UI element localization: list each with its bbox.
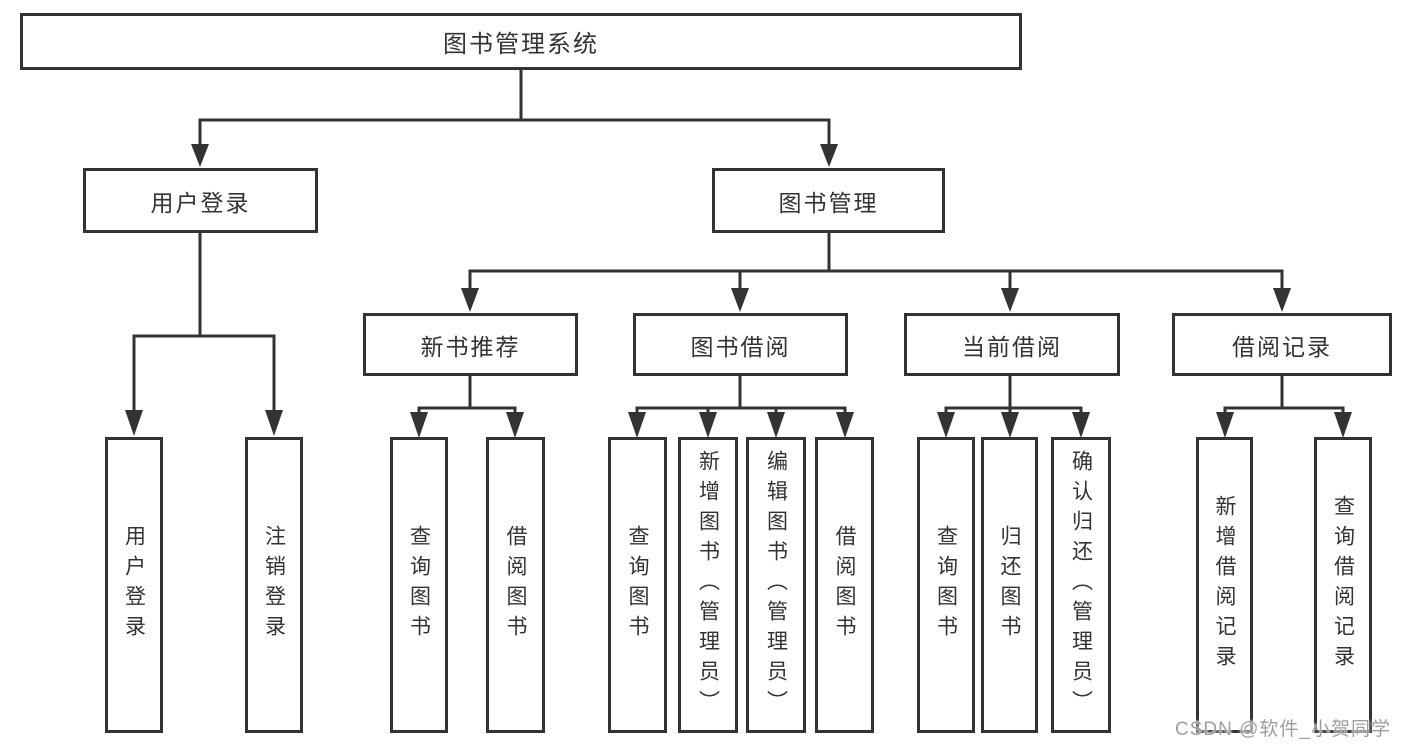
connector-borrow-records-children <box>1216 376 1352 438</box>
connector-current-borrow-children <box>937 376 1090 438</box>
leaf-recommend-query-books: 查询图书 <box>390 437 448 733</box>
node-label: 用户登录 <box>150 189 251 216</box>
arrowhead-icon <box>937 412 955 438</box>
node-borrow-records: 借阅记录 <box>1172 313 1392 376</box>
arrowhead-icon <box>1072 412 1090 438</box>
node-label: 注销登录 <box>262 525 286 645</box>
node-label: 新书推荐 <box>420 333 521 360</box>
arrowhead-icon <box>767 412 785 438</box>
node-book-borrow: 图书借阅 <box>633 313 848 376</box>
arrowhead-icon <box>461 288 479 312</box>
node-label: 查询图书 <box>934 525 958 645</box>
arrowhead-icon <box>506 412 524 438</box>
node-label: 查询图书 <box>626 525 649 645</box>
arrowhead-icon <box>699 412 717 438</box>
node-label: 查询借阅记录 <box>1331 495 1355 675</box>
node-new-book-recommend: 新书推荐 <box>363 313 578 376</box>
node-label: 当前借阅 <box>962 333 1062 360</box>
arrowhead-icon <box>731 288 749 312</box>
node-label: 确认归还（管理员） <box>1069 450 1093 720</box>
node-label: 借阅图书 <box>833 525 856 645</box>
leaf-current-return-books: 归还图书 <box>981 437 1038 733</box>
leaf-recommend-borrow-books: 借阅图书 <box>486 437 545 733</box>
arrowhead-icon <box>1001 412 1019 438</box>
node-label: 借阅图书 <box>504 525 527 645</box>
arrowhead-icon <box>125 410 143 436</box>
leaf-records-query-record: 查询借阅记录 <box>1314 437 1372 733</box>
arrowhead-icon <box>1216 412 1234 438</box>
leaf-logout: 注销登录 <box>245 437 303 733</box>
arrowhead-icon <box>1334 412 1352 438</box>
node-label: 用户登录 <box>122 525 146 645</box>
leaf-user-login: 用户登录 <box>105 437 163 733</box>
leaf-current-confirm-return-admin: 确认归还（管理员） <box>1051 437 1111 733</box>
node-label: 编辑图书（管理员） <box>764 450 788 720</box>
connector-user-login-children <box>125 233 283 436</box>
leaf-borrow-query-books: 查询图书 <box>608 437 667 733</box>
arrowhead-icon <box>191 144 209 167</box>
leaf-records-add-record: 新增借阅记录 <box>1196 437 1253 733</box>
node-book-management: 图书管理 <box>712 168 945 233</box>
node-label: 图书管理 <box>778 189 879 216</box>
arrowhead-icon <box>628 412 646 438</box>
arrowhead-icon <box>265 410 283 436</box>
node-label: 归还图书 <box>998 525 1021 645</box>
node-label: 查询图书 <box>407 525 431 645</box>
arrowhead-icon <box>836 412 854 438</box>
watermark-csdn: CSDN @软件_小贺同学 <box>1175 719 1391 740</box>
node-root: 图书管理系统 <box>20 13 1022 70</box>
arrowhead-icon <box>1001 288 1019 312</box>
node-user-login-branch: 用户登录 <box>83 168 318 233</box>
leaf-borrow-edit-books-admin: 编辑图书（管理员） <box>746 437 806 733</box>
connector-book-borrow-children <box>628 376 854 438</box>
connector-root-to-level2 <box>191 70 838 167</box>
node-current-borrow: 当前借阅 <box>904 313 1120 376</box>
arrowhead-icon <box>820 144 838 167</box>
node-label: 新增图书（管理员） <box>696 450 720 720</box>
connector-new-book-recommend-children <box>410 376 524 438</box>
leaf-borrow-add-books-admin: 新增图书（管理员） <box>678 437 738 733</box>
node-label: 图书管理系统 <box>443 31 599 58</box>
leaf-borrow-borrow-books: 借阅图书 <box>815 437 874 733</box>
arrowhead-icon <box>1273 288 1291 312</box>
connector-book-management-children <box>461 233 1291 312</box>
leaf-current-query-books: 查询图书 <box>917 437 975 733</box>
node-label: 借阅记录 <box>1232 333 1332 360</box>
node-label: 图书借阅 <box>690 333 791 360</box>
arrowhead-icon <box>410 412 428 438</box>
node-label: 新增借阅记录 <box>1213 495 1236 675</box>
